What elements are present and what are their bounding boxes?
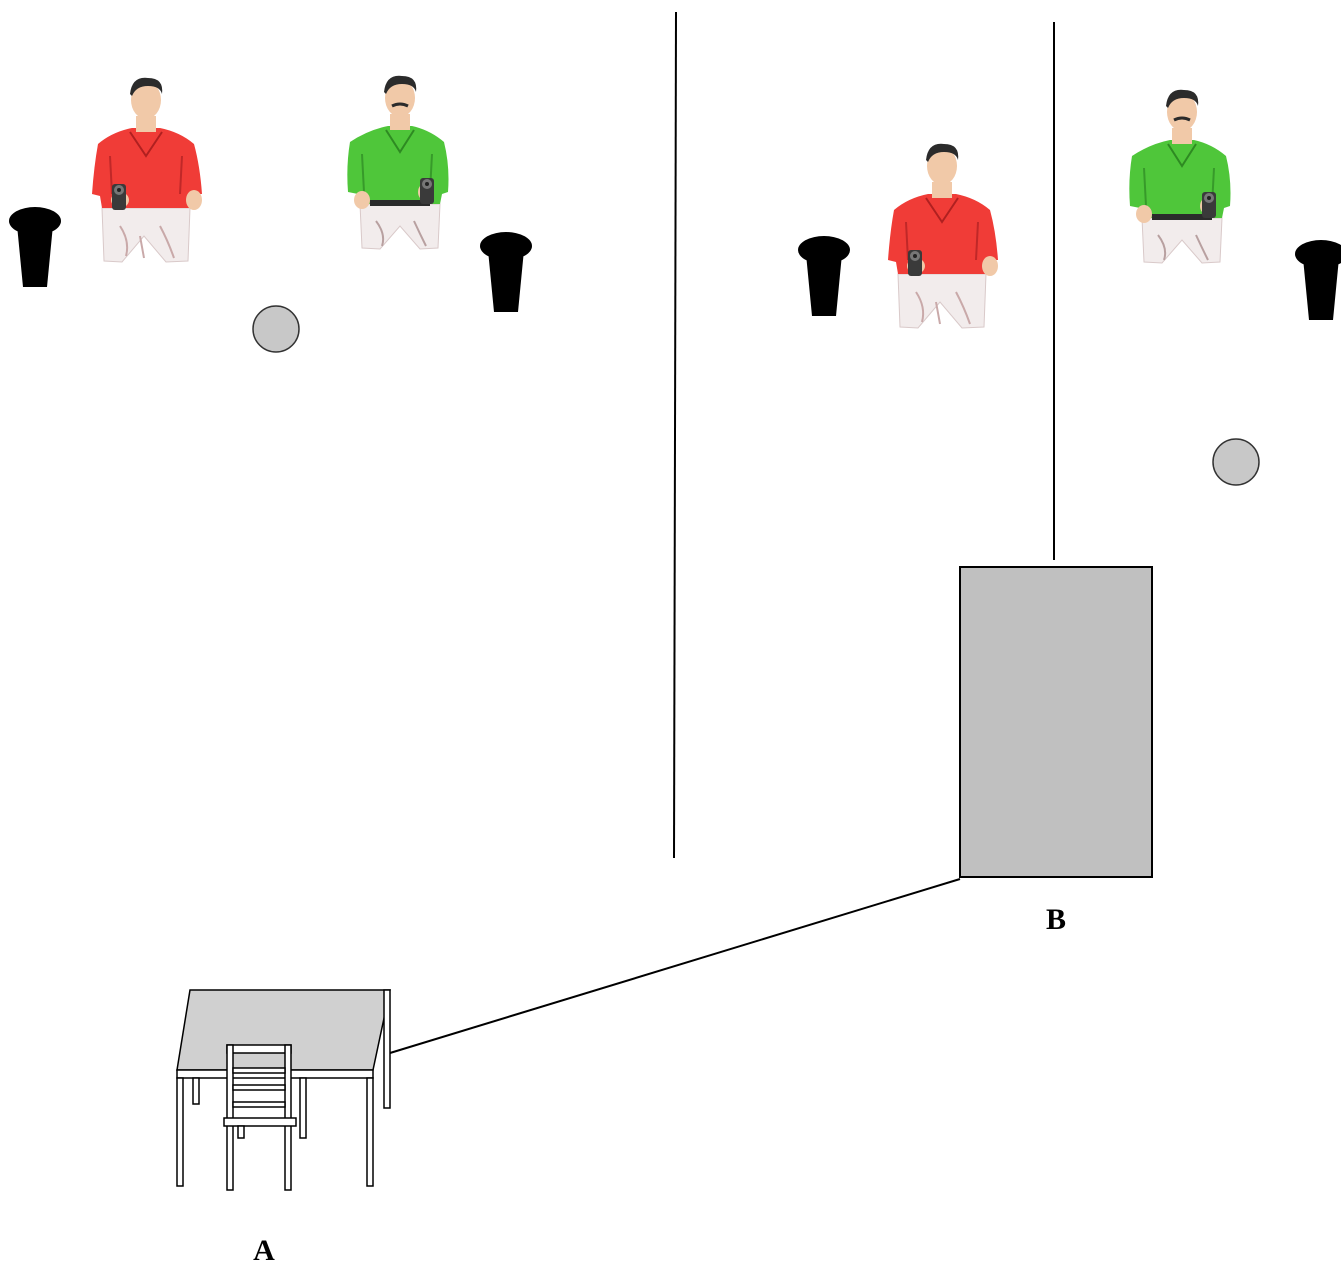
- target-green-shirt-icon-left: [345, 74, 450, 251]
- steel-plate-icon-right: [1212, 438, 1260, 486]
- position-label-a: A: [253, 1234, 275, 1262]
- barrier-wall-icon: [959, 566, 1153, 878]
- target-red-shirt-icon-left: [91, 76, 203, 263]
- path-line-a-to-b: [389, 878, 961, 1054]
- popper-icon-right-2: [1295, 240, 1341, 320]
- target-red-shirt-icon-right: [887, 142, 999, 329]
- popper-icon-left-2: [480, 232, 532, 312]
- wall-line-left: [673, 11, 677, 859]
- popper-icon-right-1: [798, 236, 850, 316]
- popper-icon-left-1: [9, 207, 61, 287]
- position-label-b: B: [1046, 903, 1066, 936]
- table-with-chair-icon: [176, 989, 391, 1191]
- steel-plate-icon-left: [252, 305, 300, 353]
- target-green-shirt-icon-right: [1127, 88, 1232, 265]
